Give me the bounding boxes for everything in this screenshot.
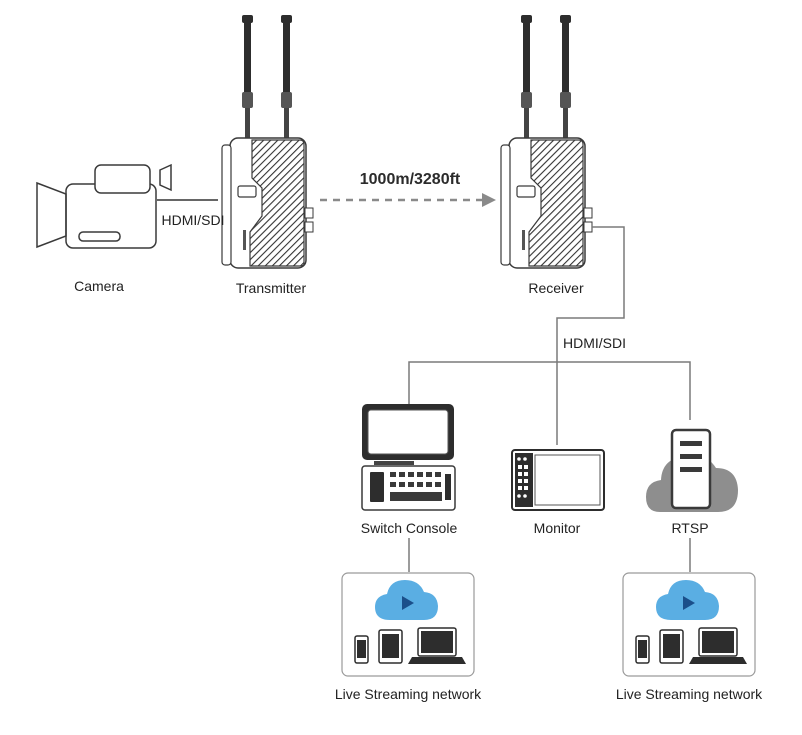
hdmi-sdi-output-label: HDMI/SDI bbox=[563, 335, 626, 351]
transmitter-antenna-icon bbox=[242, 15, 292, 138]
live-streaming-left-label: Live Streaming network bbox=[334, 686, 482, 702]
rtsp-label: RTSP bbox=[671, 520, 709, 536]
output-cables bbox=[408, 226, 691, 572]
laptop-icon bbox=[408, 627, 466, 664]
camera-icon bbox=[36, 163, 172, 249]
camera-label: Camera bbox=[74, 278, 124, 294]
receiver-label: Receiver bbox=[528, 280, 584, 296]
switch-console-icon bbox=[361, 404, 456, 511]
laptop-icon bbox=[689, 627, 747, 664]
hdmi-sdi-camera-label: HDMI/SDI bbox=[161, 212, 225, 228]
monitor-label: Monitor bbox=[533, 520, 581, 536]
receiver-antenna-icon bbox=[521, 15, 571, 138]
tablet-icon bbox=[659, 629, 684, 664]
wireless-link-arrow bbox=[320, 193, 496, 207]
live-streaming-right-label: Live Streaming network bbox=[615, 686, 763, 702]
monitor-icon bbox=[511, 449, 605, 511]
streaming-cloud-icon bbox=[656, 580, 719, 620]
switch-console-label: Switch Console bbox=[360, 520, 458, 536]
rtsp-server-cloud-icon bbox=[646, 428, 738, 512]
receiver-device-icon bbox=[500, 15, 593, 269]
phone-icon bbox=[354, 635, 369, 664]
tablet-icon bbox=[378, 629, 403, 664]
live-streaming-network-left bbox=[341, 572, 475, 677]
distance-label: 1000m/3280ft bbox=[359, 171, 461, 188]
live-streaming-network-right bbox=[622, 572, 756, 677]
phone-icon bbox=[635, 635, 650, 664]
streaming-cloud-icon bbox=[375, 580, 438, 620]
transmitter-label: Transmitter bbox=[235, 280, 307, 296]
transmitter-device-icon bbox=[221, 15, 314, 269]
